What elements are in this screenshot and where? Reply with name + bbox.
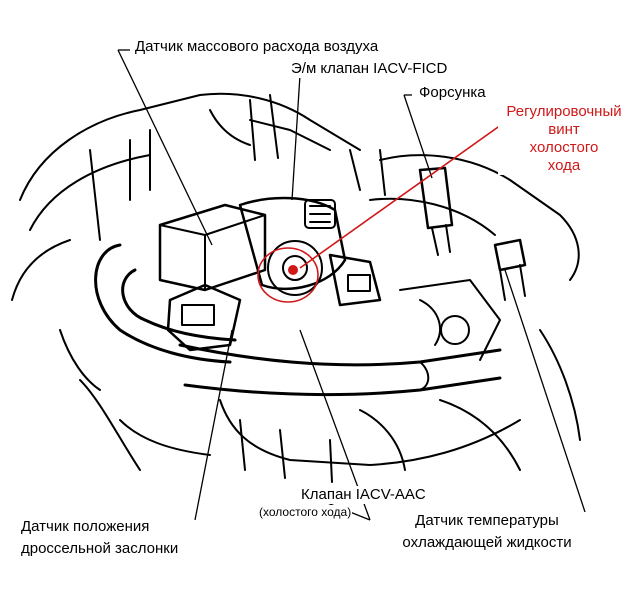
iacv-aac-label: Клапан IACV-AAC (300, 486, 427, 504)
idle-screw-label-line1: Регулировочный (506, 103, 622, 120)
idle-screw-label-line2: винт (548, 121, 580, 138)
iacv-ficd-label: Э/м клапан IACV-FICD (290, 60, 449, 78)
coolant-sensor-label-line2: охлаждающей жидкости (402, 534, 572, 551)
coolant-sensor-label: Датчик температуры охлаждающей жидкости (372, 512, 602, 552)
idle-screw-label: Регулировочный винт холостого хода (498, 103, 630, 175)
coolant-sensor-label-line1: Датчик температуры (415, 512, 559, 529)
iacv-aac-note: (холостого хода) (258, 505, 353, 519)
maf-sensor-label: Датчик массового расхода воздуха (134, 38, 380, 56)
idle-screw-label-line3: холостого (529, 139, 599, 156)
tps-label-line1: Датчик положения (21, 518, 150, 535)
tps-label-line2: дроссельной заслонки (21, 540, 179, 557)
idle-screw-label-line4: хода (547, 157, 581, 174)
injector-label: Форсунка (418, 84, 487, 102)
tps-label: Датчик положения дроссельной заслонки (20, 518, 180, 558)
